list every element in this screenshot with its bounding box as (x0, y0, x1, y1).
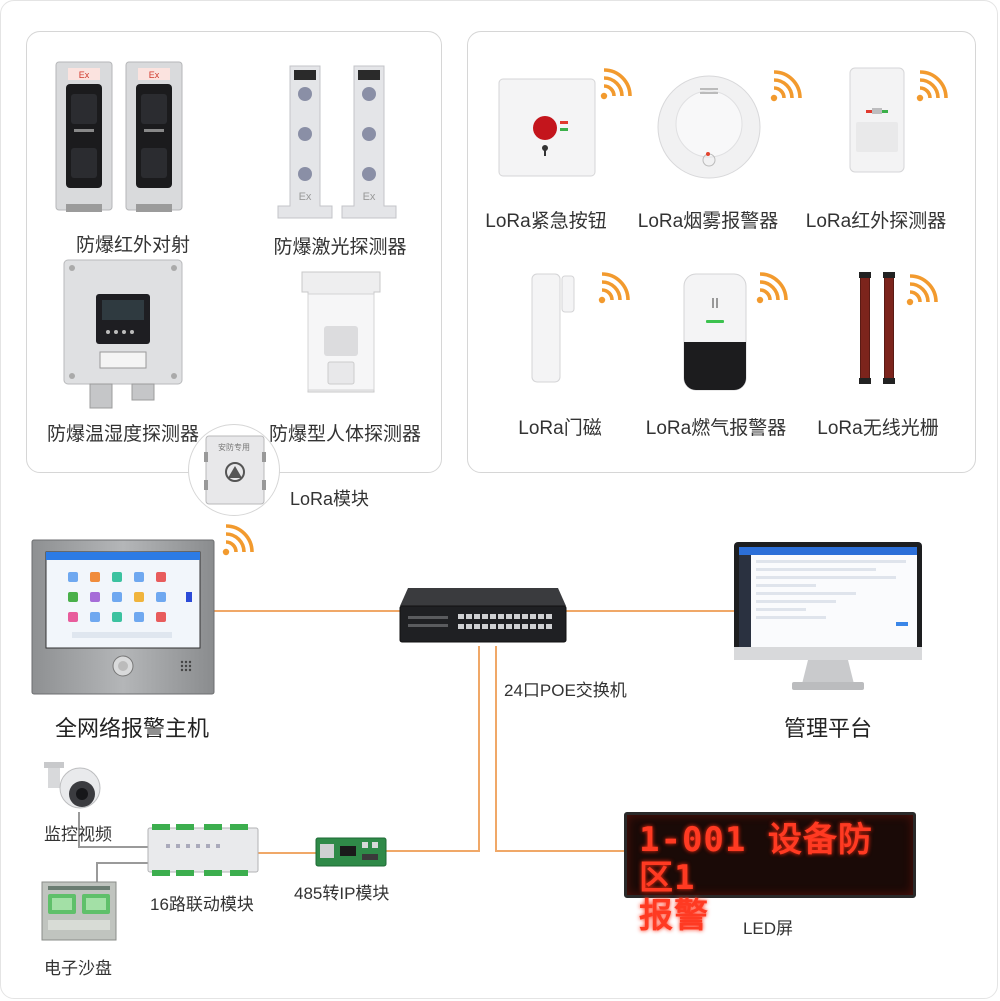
poe-switch-icon (399, 588, 567, 643)
wireless-grating-icon (859, 272, 895, 384)
ex-humidity-detector-icon (63, 259, 183, 409)
lora-module-device-text: 安防专用 (218, 443, 250, 452)
led-screen: 1-001 设备防区1 报警 (624, 812, 916, 935)
wireless-grating-label: LoRa无线光栅 (817, 418, 939, 439)
management-platform-label: 管理平台 (783, 716, 873, 741)
alarm-host-icon (31, 539, 215, 695)
rs485-converter-label: 485转IP模块 (294, 884, 390, 903)
svg-text:Ex: Ex (299, 191, 312, 203)
wire-linkage-converter (258, 852, 316, 854)
wifi-icon (770, 70, 802, 102)
ex-human-detector-icon (301, 271, 381, 393)
infrared-detector-label: LoRa红外探测器 (805, 211, 947, 232)
svg-text:Ex: Ex (363, 191, 376, 203)
ex-humidity-detector-label: 防爆温湿度探测器 (46, 424, 200, 445)
led-display-text: 1-001 设备防区1 报警 (639, 820, 873, 936)
wifi-icon (600, 68, 632, 100)
lora-module-label: LoRa模块 (290, 489, 370, 509)
sand-table-icon (41, 881, 117, 941)
smoke-alarm-icon (657, 75, 761, 179)
alarm-host-label: 全网络报警主机 (54, 716, 210, 741)
svg-text:Ex: Ex (79, 70, 90, 80)
wire-switch-platform (566, 610, 734, 612)
wifi-icon (598, 272, 630, 304)
wire-sandtable-linkage-v (96, 862, 98, 882)
sand-table-label: 电子沙盘 (44, 959, 112, 978)
wire-led (495, 850, 624, 852)
ex-laser-detector-label: 防爆激光探测器 (273, 237, 407, 258)
led-screen-label: LED屏 (742, 919, 794, 938)
emergency-button-icon (498, 78, 596, 177)
wire-switch-down-a (478, 646, 480, 852)
wifi-icon (756, 272, 788, 304)
poe-switch-label: 24口POE交换机 (504, 681, 627, 700)
ex-laser-detector-icon: Ex Ex (277, 65, 397, 219)
wifi-icon (222, 524, 254, 556)
wire-sandtable-linkage (96, 862, 148, 864)
emergency-button-label: LoRa紧急按钮 (485, 211, 607, 232)
linkage-module-icon (147, 824, 259, 876)
ex-infrared-beam-icon: Ex Ex (55, 61, 183, 212)
ex-human-detector-label: 防爆型人体探测器 (268, 424, 422, 445)
management-monitor-icon (734, 542, 922, 690)
wire-host-switch (214, 610, 400, 612)
wire-converter (386, 850, 480, 852)
wire-switch-down-b (495, 646, 497, 852)
lora-module-icon (204, 435, 266, 505)
linkage-module-label: 16路联动模块 (150, 895, 254, 914)
rs485-converter-icon (315, 837, 387, 867)
infrared-detector-icon (849, 67, 905, 173)
surveillance-camera-icon (44, 762, 101, 809)
door-sensor-icon (531, 273, 575, 383)
camera-label: 监控视频 (44, 825, 112, 844)
wifi-icon (906, 274, 938, 306)
gas-alarm-label: LoRa燃气报警器 (645, 418, 787, 439)
ex-infrared-beam-label: 防爆红外对射 (75, 235, 191, 256)
gas-alarm-icon (683, 273, 747, 391)
wifi-icon (916, 70, 948, 102)
smoke-alarm-label: LoRa烟雾报警器 (637, 211, 779, 232)
wire-camera-linkage-h (78, 846, 148, 848)
svg-text:Ex: Ex (149, 70, 160, 80)
door-sensor-label: LoRa门磁 (518, 418, 602, 439)
wire-camera-linkage (78, 812, 80, 848)
